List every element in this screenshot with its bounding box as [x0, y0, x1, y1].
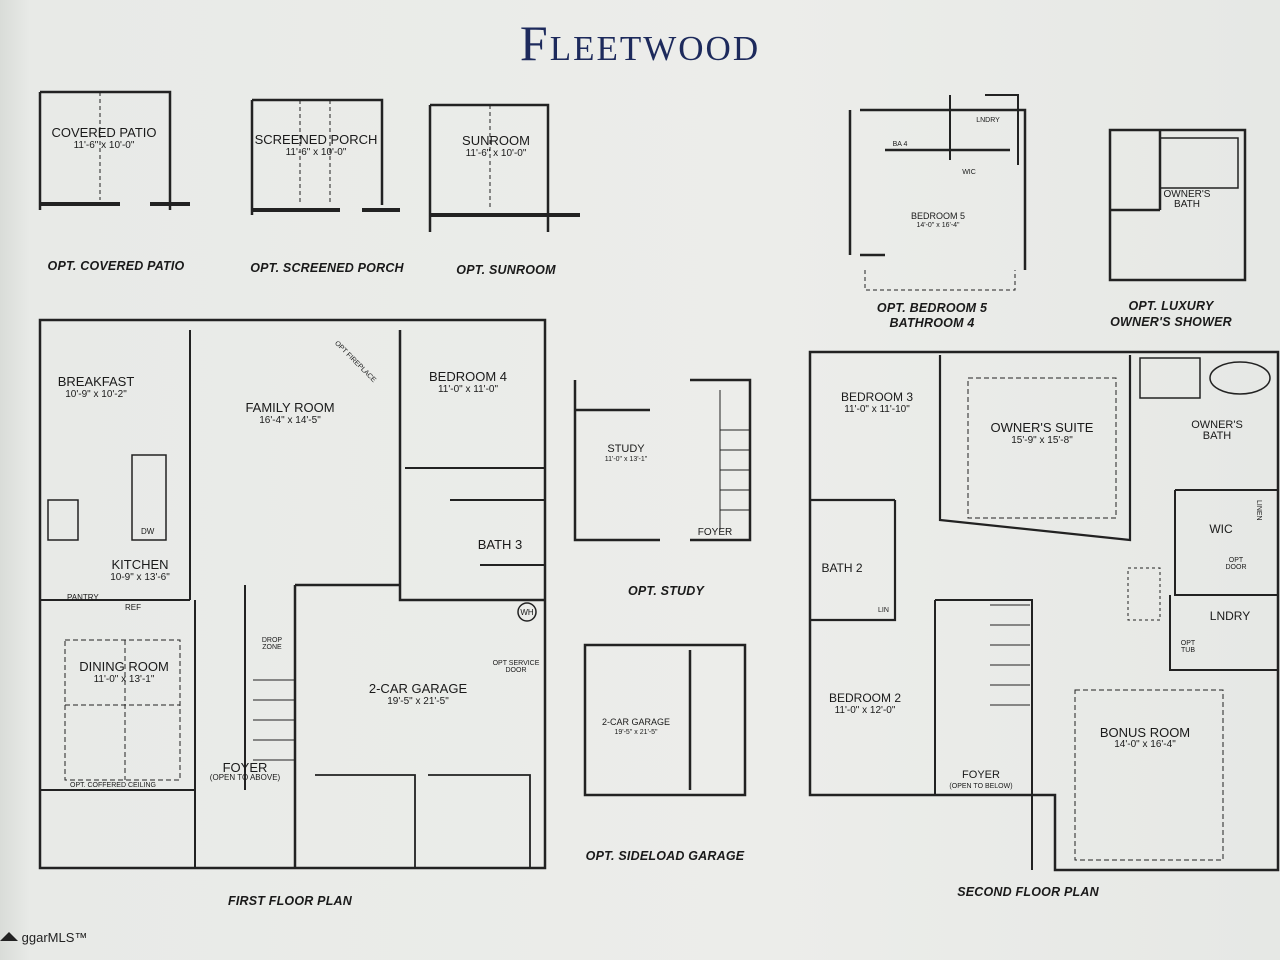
study-label: STUDY — [607, 443, 645, 455]
garage-label: 2-CAR GARAGE — [368, 681, 468, 696]
ref-note: REF — [125, 603, 141, 612]
bedroom4-dim: 11'-0" x 11'-0" — [437, 384, 499, 395]
wic-opt-label: WIC — [962, 169, 976, 176]
lndry-opt-label: LNDRY — [976, 117, 1000, 124]
covered-patio-dim: 11'-6" x 10'-0" — [73, 140, 135, 151]
page-title: Fleetwood — [519, 15, 761, 71]
study-foyer-label: FOYER — [697, 527, 733, 538]
bedroom3-dim: 11'-0" x 11'-10" — [844, 404, 910, 415]
dining-room-label: DINING ROOM — [79, 659, 169, 674]
bedroom4-label: BEDROOM 4 — [428, 369, 508, 384]
lndry-label: LNDRY — [1209, 609, 1251, 623]
bedroom5-outline — [848, 108, 1027, 270]
wh-note: WH — [520, 608, 534, 617]
opt-tub-note: OPT TUB — [1180, 640, 1196, 654]
watermark-text: ggarMLS™ — [21, 930, 88, 945]
owners-suite-label: OWNER'S SUITE — [990, 420, 1094, 435]
house-logo-icon — [0, 932, 18, 941]
caption-second-floor: SECOND FLOOR PLAN — [957, 885, 1099, 899]
sideload-garage-label: 2-CAR GARAGE — [601, 717, 671, 727]
study-outline — [573, 378, 752, 542]
opt-coffered-note: OPT. COFFERED CEILING — [70, 782, 156, 789]
owners-bath-opt-label: OWNER'S BATH — [1163, 189, 1211, 210]
bedroom2-dim: 11'-0" x 12'-0" — [834, 705, 896, 716]
family-room-label: FAMILY ROOM — [245, 400, 335, 415]
wic-label: WIC — [1209, 522, 1233, 536]
family-room-dim: 16'-4" x 14'-5" — [259, 415, 321, 426]
bedroom5-label: BEDROOM 5 — [910, 211, 966, 221]
sideload-garage-dim: 19'-5" x 21'-5" — [614, 729, 658, 736]
caption-first-floor: FIRST FLOOR PLAN — [227, 894, 353, 908]
dw-note: DW — [141, 527, 155, 536]
caption-covered-patio: OPT. COVERED PATIO — [47, 259, 185, 273]
study-dim: 11'-0" x 13'-1" — [604, 456, 648, 463]
bath2-label: BATH 2 — [821, 561, 863, 575]
bonus-room-label: BONUS ROOM — [1099, 725, 1191, 740]
bath3-label: BATH 3 — [477, 537, 523, 552]
linen-note: LINEN — [1255, 500, 1262, 521]
covered-patio-label: COVERED PATIO — [51, 125, 157, 140]
screened-porch-outline — [250, 98, 384, 215]
covered-patio-outline — [38, 90, 172, 210]
bedroom2-label: BEDROOM 2 — [828, 691, 902, 705]
opt-service-door-note: OPT SERVICE DOOR — [492, 660, 540, 674]
pantry-note: PANTRY — [67, 593, 99, 602]
owners-suite-dim: 15'-9" x 15'-8" — [1011, 435, 1073, 446]
screened-porch-label: SCREENED PORCH — [254, 132, 378, 147]
foyer2-sub: (OPEN TO BELOW) — [949, 783, 1013, 790]
caption-study: OPT. STUDY — [627, 584, 705, 598]
caption-luxury-1: OPT. LUXURY — [1128, 299, 1214, 313]
second-floor-outline — [808, 350, 1280, 872]
bonus-room-dim: 14'-0" x 16'-4" — [1114, 739, 1176, 750]
lin-note: LIN — [878, 607, 889, 614]
caption-screened-porch: OPT. SCREENED PORCH — [250, 261, 404, 275]
sunroom-label: SUNROOM — [462, 133, 530, 148]
bedroom5-dim: 14'-0" x 16'-4" — [916, 222, 960, 229]
kitchen-label: KITCHEN — [111, 557, 169, 572]
sunroom-dim: 11'-6" x 10'-0" — [465, 148, 527, 159]
dining-room-dim: 11'-0" x 13'-1" — [93, 674, 155, 685]
caption-luxury-2: OWNER'S SHOWER — [1110, 315, 1232, 329]
caption-sunroom: OPT. SUNROOM — [456, 263, 556, 277]
bedroom3-label: BEDROOM 3 — [840, 390, 914, 404]
breakfast-dim: 10'-9" x 10'-2" — [65, 389, 127, 400]
mls-watermark: ggarMLS™ — [0, 930, 87, 945]
first-floor-outline — [38, 318, 547, 870]
caption-bedroom5-1: OPT. BEDROOM 5 — [876, 301, 988, 315]
garage-dim: 19'-5" x 21'-5" — [387, 696, 449, 707]
caption-sideload: OPT. SIDELOAD GARAGE — [585, 849, 745, 863]
ba4-label: BA 4 — [892, 141, 908, 148]
foyer2-label: FOYER — [962, 769, 1000, 781]
caption-bedroom5-2: BATHROOM 4 — [889, 316, 975, 330]
sunroom-outline — [428, 103, 550, 232]
screened-porch-dim: 11'-6" x 10'-0" — [285, 147, 347, 158]
foyer1-sub: (OPEN TO ABOVE) — [209, 773, 281, 782]
owners-bath-label: OWNER'S BATH — [1191, 419, 1243, 442]
drop-zone-note: DROP ZONE — [261, 637, 283, 651]
breakfast-label: BREAKFAST — [57, 374, 135, 389]
foyer1-label: FOYER — [222, 760, 268, 775]
opt-door-note: OPT DOOR — [1225, 557, 1247, 571]
kitchen-dim: 10-9" x 13'-6" — [110, 572, 170, 583]
sideload-garage-outline — [583, 643, 747, 797]
